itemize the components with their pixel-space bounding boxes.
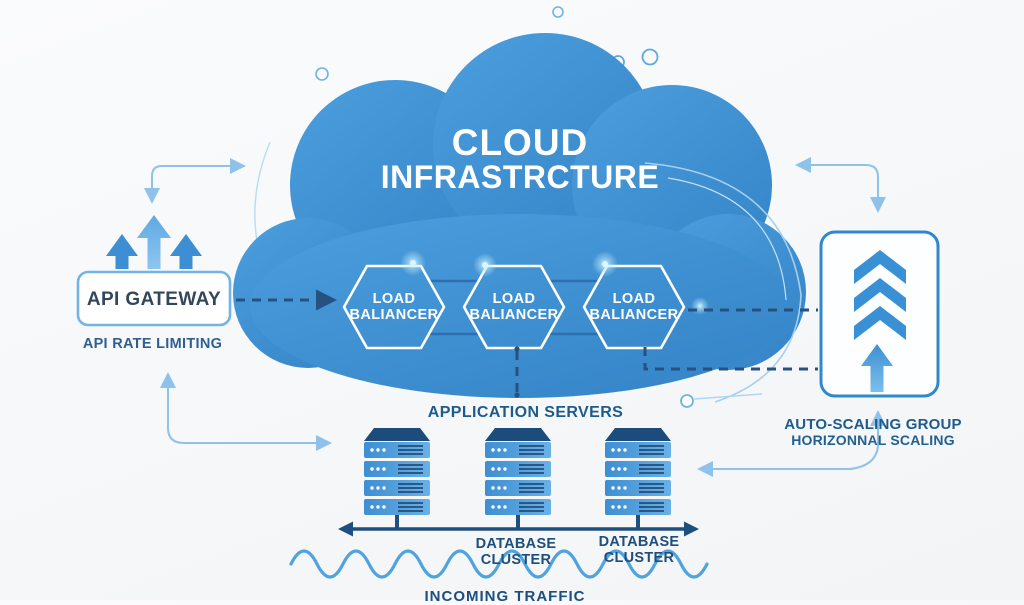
server-rack-icon xyxy=(605,428,671,530)
title-line2: INFRASTRCTURE xyxy=(380,159,660,195)
decorative-arc xyxy=(644,162,802,403)
flow-arrow-topleft xyxy=(144,158,246,204)
connector-dot xyxy=(514,346,520,352)
server-rack-icon xyxy=(364,428,430,530)
api-rate-limiting-label: API RATE LIMITING xyxy=(82,336,223,352)
api-gateway-label: API GATEWAY xyxy=(86,289,222,310)
title-line1: CLOUD xyxy=(451,122,589,163)
incoming-traffic-wave-icon xyxy=(289,549,709,579)
database-cluster-label: DATABASE CLUSTER xyxy=(475,536,557,568)
load-balancer-label: LOAD BALIANCER xyxy=(469,291,559,323)
decorative-circle xyxy=(552,6,564,18)
load-balancer-hexagon xyxy=(342,264,446,350)
decorative-circle xyxy=(641,48,659,66)
auto-scaling-group-label: AUTO-SCALING GROUP xyxy=(784,416,962,433)
flow-arrow-topright xyxy=(795,157,886,213)
database-cluster-label: DATABASE CLUSTER xyxy=(598,534,680,566)
decorative-arc xyxy=(667,177,787,301)
flow-arrow-bottomleft xyxy=(160,372,332,451)
scale-up-arrow-icon xyxy=(861,344,893,392)
load-balancer-label: LOAD BALIANCER xyxy=(589,291,679,323)
traffic-up-arrows-icon xyxy=(106,215,202,269)
horizontal-scaling-label: HORIZONNAL SCALING xyxy=(791,432,955,448)
application-servers-label: APPLICATION SERVERS xyxy=(427,404,624,421)
decorative-line xyxy=(693,393,763,400)
page-title: CLOUD INFRASTRCTURE xyxy=(340,124,700,193)
decorative-circle xyxy=(680,394,694,408)
connector-dot xyxy=(514,392,520,398)
cloud-shape xyxy=(233,33,806,398)
decorative-circle xyxy=(315,67,329,81)
hexagon-connector-lines xyxy=(428,279,599,336)
glow-dots xyxy=(400,250,709,315)
load-balancer-label: LOAD BALIANCER xyxy=(349,291,439,323)
scale-up-chevrons-icon xyxy=(854,250,906,340)
bidirectional-arrow xyxy=(338,521,699,537)
server-rack-icon xyxy=(485,428,551,530)
application-server-stacks xyxy=(364,428,671,530)
api-gateway-box xyxy=(76,270,232,327)
flow-arrow-bottomright xyxy=(697,410,886,477)
incoming-traffic-label: INCOMING TRAFFIC xyxy=(424,588,586,605)
dashed-connector-hexagon-to-scaling xyxy=(643,347,818,371)
